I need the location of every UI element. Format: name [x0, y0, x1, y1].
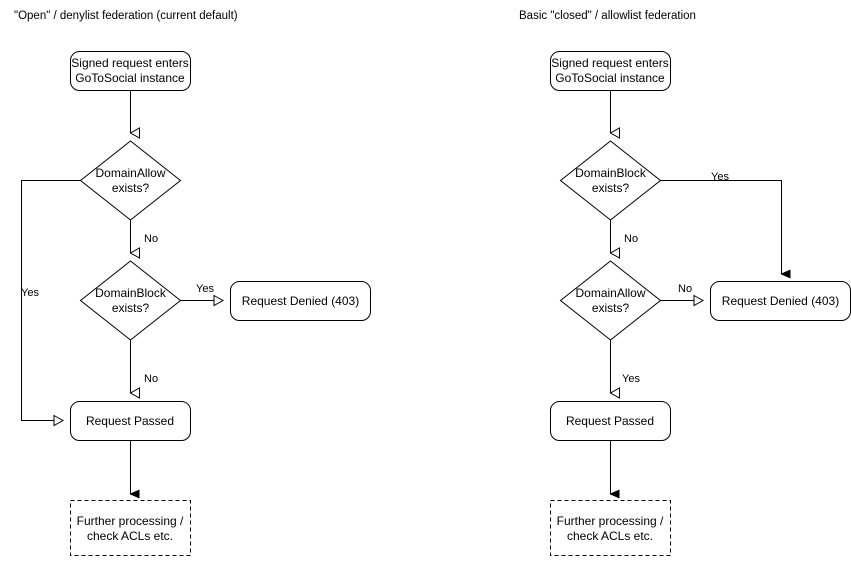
- node-start-left: [70, 51, 191, 91]
- edge-label-allow-left-no: No: [144, 233, 159, 245]
- node-passed-right: [550, 401, 671, 441]
- node-block-left: [79, 260, 182, 341]
- node-denied-right: [710, 281, 851, 321]
- edge-label-block-right-no: No: [624, 233, 639, 245]
- column-title-closed-allowlist: Basic "closed" / allowlist federation: [519, 10, 696, 22]
- edge-label-block-left-no: No: [144, 373, 159, 385]
- node-further-right: [550, 500, 671, 556]
- edge-label-block-left-yes: Yes: [196, 283, 214, 295]
- edge-block-right-to-denied-right: [660, 180, 782, 275]
- node-further-left: [70, 500, 191, 556]
- node-passed-left: [70, 401, 191, 441]
- column-title-open-denylist: "Open" / denylist federation (current de…: [14, 10, 238, 22]
- node-denied-left: [230, 281, 371, 321]
- node-start-right: [550, 51, 671, 91]
- edge-label-allow-right-yes: Yes: [622, 373, 640, 385]
- node-allow-right: [559, 260, 662, 341]
- node-allow-left: [79, 140, 182, 221]
- edge-label-allow-left-yes: Yes: [21, 287, 39, 299]
- edge-label-block-right-yes: Yes: [711, 171, 729, 183]
- node-block-right: [559, 140, 662, 221]
- edge-label-allow-right-no: No: [678, 283, 693, 295]
- edge-allow-left-to-passed-left: [21, 180, 81, 427]
